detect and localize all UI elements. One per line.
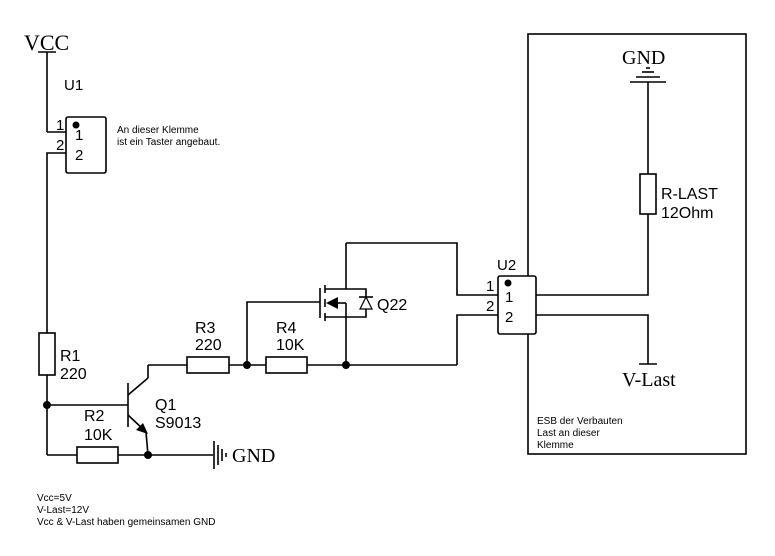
r-last-resistor: R-LAST 12Ohm <box>639 173 718 222</box>
u2-connector: U2 1 2 1 2 <box>486 257 537 335</box>
u1-ref: U1 <box>64 77 83 94</box>
footer-notes: Vcc=5V V-Last=12V Vcc & V-Last haben gem… <box>37 493 215 528</box>
u2-pin1: 1 <box>505 289 513 306</box>
u1-note-line1: An dieser Klemme <box>117 125 199 136</box>
r1-value: 220 <box>60 366 87 383</box>
wire-u2-rlast <box>536 214 649 296</box>
r3-ref: R3 <box>195 320 216 337</box>
vcc-symbol: VCC <box>24 30 69 132</box>
v-last-symbol: V-Last <box>622 363 676 391</box>
u1-pin2-outside: 2 <box>56 137 64 154</box>
r2-value: 10K <box>84 427 113 444</box>
esb-note-line2: Last an dieser <box>537 428 600 439</box>
r3-value: 220 <box>195 337 222 354</box>
wire-source-u2 <box>456 314 500 365</box>
gnd-symbol-right: GND <box>622 47 666 83</box>
r-last-ref: R-LAST <box>661 186 718 203</box>
r1-ref: R1 <box>60 348 81 365</box>
esb-frame: ESB der Verbauten Last an dieser Klemme <box>527 33 747 455</box>
u1-pin1: 1 <box>75 127 83 144</box>
q22-ref: Q22 <box>377 297 407 314</box>
q22-mosfet: Q22 <box>319 243 407 365</box>
wire-u2-vlast <box>536 314 649 364</box>
q1-value: S9013 <box>155 415 201 432</box>
u2-pin2: 2 <box>505 309 513 326</box>
u1-pin2: 2 <box>75 147 83 164</box>
r-last-value: 12Ohm <box>661 205 713 222</box>
q1-ref: Q1 <box>155 397 176 414</box>
footer-common-gnd: Vcc & V-Last haben gemeinsamen GND <box>37 517 215 528</box>
u2-pin2-outside: 2 <box>486 298 494 315</box>
r2-ref: R2 <box>84 408 105 425</box>
wire-drain-u2 <box>346 242 500 296</box>
footer-vcc: Vcc=5V <box>37 493 72 504</box>
gnd-symbol-left: GND <box>213 441 275 469</box>
r4-value: 10K <box>276 337 305 354</box>
r1-resistor: R1 220 <box>38 332 87 383</box>
u2-ref: U2 <box>497 257 516 274</box>
u1-connector: U1 1 2 1 2 An dieser Klemme ist ein Tast… <box>56 77 220 174</box>
r2-resistor: R2 10K <box>76 408 119 464</box>
u1-note-line2: ist ein Taster angebaut. <box>117 137 220 148</box>
wire-gate <box>246 301 320 365</box>
footer-vlast: V-Last=12V <box>37 505 89 516</box>
wire-u1-r1 <box>46 152 66 333</box>
esb-note-line1: ESB der Verbauten <box>537 416 623 427</box>
esb-note-line3: Klemme <box>537 440 574 451</box>
r4-ref: R4 <box>276 320 297 337</box>
vcc-label: VCC <box>24 30 69 55</box>
gnd-left-label: GND <box>232 445 275 467</box>
q1-transistor: Q1 S9013 <box>127 365 201 456</box>
u1-pin1-outside: 1 <box>56 117 64 134</box>
r4-resistor: R4 10K <box>265 320 308 374</box>
u2-pin1-outside: 1 <box>486 278 494 295</box>
gnd-right-label: GND <box>622 47 665 69</box>
v-last-label: V-Last <box>622 369 676 391</box>
r3-resistor: R3 220 <box>186 320 230 374</box>
